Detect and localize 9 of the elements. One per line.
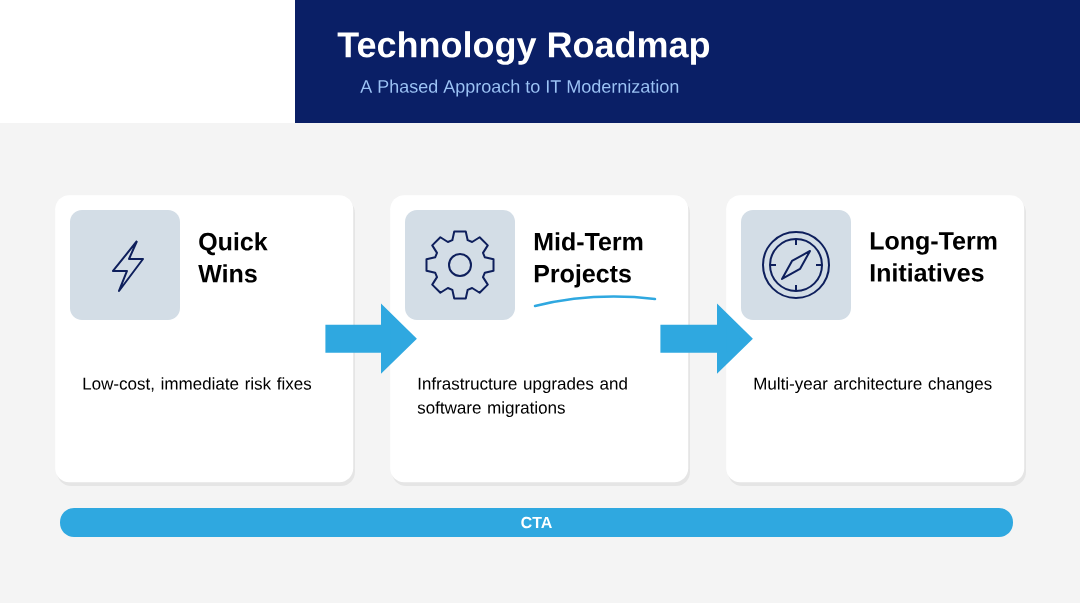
card-description: Infrastructure upgrades and software migrations [417,377,627,418]
card-description: Multi-year architecture changes [754,377,992,394]
subtitle: A Phased Approach to IT Modernization [360,79,679,97]
card-heading: Quick Wins [198,232,268,283]
card-heading: Mid-Term Projects [534,232,643,288]
title: Technology Roadmap [337,31,710,65]
card-heading: Long-Term Initiatives [870,232,997,282]
cta-bar: CTA [60,508,1013,537]
card-description: Low-cost, immediate risk fixes [83,377,312,392]
